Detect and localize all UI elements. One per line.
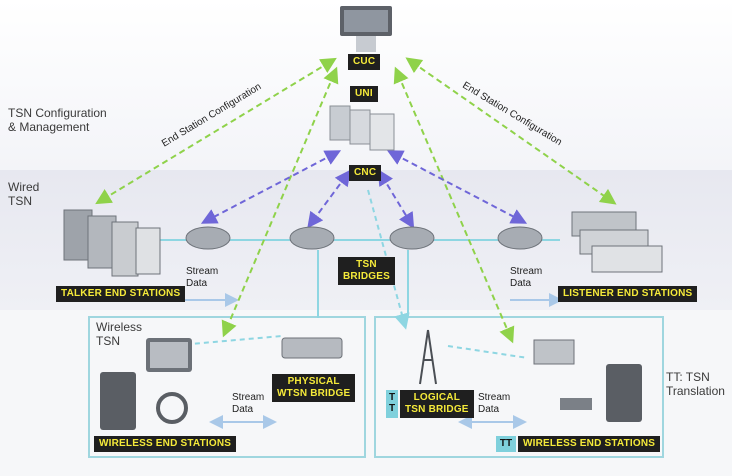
robot-arm-icon [533,339,575,365]
headset-icon [156,392,188,424]
radio-tower-icon [419,329,437,385]
logical-tsn-bridge-tag: LOGICAL TSN BRIDGE [400,390,474,418]
cnc-tag: CNC [349,165,382,181]
speaker-icon [100,372,136,430]
cnc-bridge3-arrow [377,169,415,229]
wireless-link-right [447,345,529,359]
stream-data-listener: Stream Data [510,266,543,289]
right-speaker-icon [606,364,642,422]
wired-tsn-label: Wired TSN [8,180,40,208]
wireless-end-stations-right-tag: WIRELESS END STATIONS [518,436,661,452]
wireless-right-devices [419,329,642,422]
stream-data-talker: Stream Data [186,266,219,289]
cnc-bridge4-arrow [386,150,528,224]
cnc-bridge1-arrow [200,150,342,224]
wireless-left-devices [100,337,343,430]
cnc-bridge2-arrow [307,169,351,229]
uni-tag: UNI [350,86,378,102]
listener-servers-icon [571,211,663,273]
bridge-icon-1 [185,226,231,250]
cuc-tag: CUC [348,54,381,70]
cuc-wireless-left-arrow [221,66,339,338]
cnc-logical-bridge-arrow [367,189,410,330]
cnc-server-icon [329,105,395,151]
tsn-bridges-tag: TSN BRIDGES [338,257,395,285]
bridge-icon-3 [389,226,435,250]
tt-translation-legend: TT: TSN Translation [666,370,725,398]
stream-data-wireless-right: Stream Data [478,392,511,415]
config-management-label: TSN Configuration & Management [8,106,107,134]
cuc-talker-arrow [95,57,337,205]
talker-servers-icon [63,209,161,277]
bridge-icon-2 [289,226,335,250]
talker-end-stations-tag: TALKER END STATIONS [56,286,186,302]
wireless-right-panel [374,316,664,458]
stream-data-wireless-left: Stream Data [232,392,265,415]
camera-icon [560,398,592,410]
bridge-router-icons [185,226,543,250]
bridge-icon-4 [497,226,543,250]
listener-end-stations-tag: LISTENER END STATIONS [558,286,698,302]
physical-bridge-router-icon [281,337,343,359]
wireless-end-stations-left-tag: WIRELESS END STATIONS [94,436,237,452]
tt-box: TT [496,436,516,452]
tt-small-box: T T [386,390,398,418]
wireless-tsn-label: Wireless TSN [96,320,143,348]
cuc-computer-icon [340,6,392,52]
physical-wtsn-bridge-tag: PHYSICAL WTSN BRIDGE [272,374,356,402]
